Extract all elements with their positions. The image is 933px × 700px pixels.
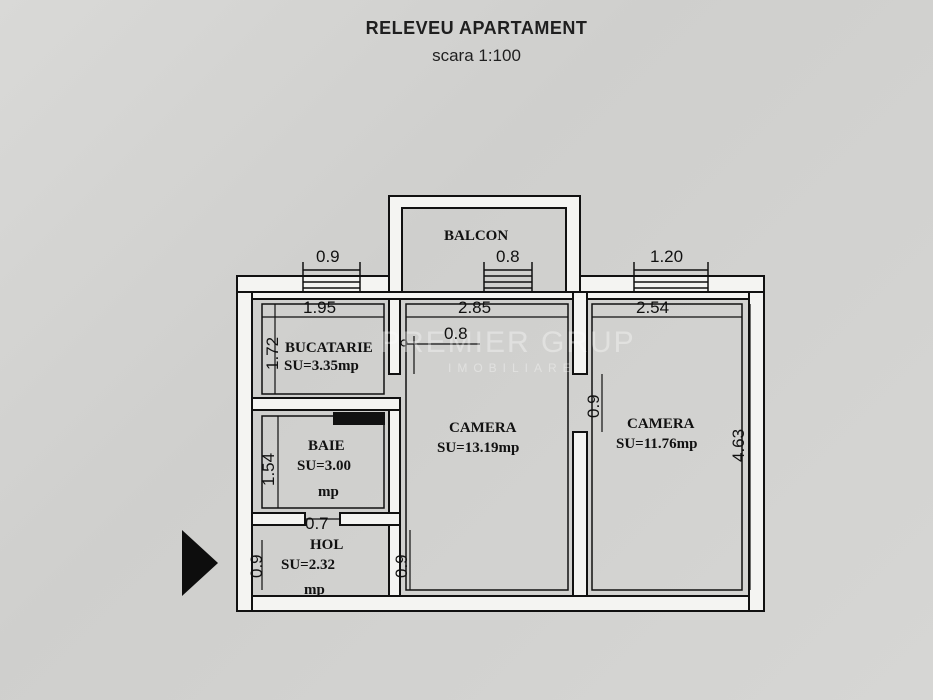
dim-kitchen-width: 1.95 (303, 298, 336, 317)
watermark-text: PREMIER GRUP (380, 326, 636, 359)
bath-fixture (333, 412, 385, 425)
room-outlines (261, 303, 743, 591)
dim-door-bath: 0.7 (305, 514, 329, 533)
room-bucatarie-area: SU=3.35mp (284, 358, 359, 374)
dim-door-camera2: 0.9 (584, 394, 603, 418)
watermark-subtext: IMOBILIARE (448, 361, 577, 375)
dim-camera2-width: 2.54 (636, 298, 669, 317)
room-hol-unit: mp (304, 582, 325, 598)
inner-walls (251, 291, 750, 597)
room-bucatarie-label: BUCATARIE (285, 340, 373, 356)
dim-camera2-height: 4.63 (729, 429, 748, 462)
window-right (633, 262, 709, 292)
dim-window-right: 1.20 (650, 247, 683, 266)
dim-window-left: 0.9 (316, 247, 340, 266)
dim-hol-right: 0.9 (392, 554, 411, 578)
dim-hol-left: 0.9 (247, 554, 266, 578)
dimension-lines (261, 304, 751, 590)
room-baie-unit: mp (318, 484, 339, 500)
plan-title: RELEVEU APARTAMENT (365, 18, 588, 38)
plan-scale: scara 1:100 (432, 46, 521, 65)
dim-kitchen-height: 1.72 (263, 337, 282, 370)
dim-door-kitchen: 0.8 (444, 324, 468, 343)
room-hol-area: SU=2.32 (281, 557, 335, 573)
dim-camera1-width: 2.85 (458, 298, 491, 317)
dim-bath-height: 1.54 (259, 453, 278, 486)
room-camera2-label: CAMERA (627, 416, 695, 432)
room-balcon-label: BALCON (444, 228, 508, 244)
room-camera2-area: SU=11.76mp (616, 436, 697, 452)
entrance-arrow-icon (182, 530, 218, 596)
room-baie-label: BAIE (308, 438, 345, 454)
kitchen-sink-icon (400, 339, 408, 347)
room-hol-label: HOL (310, 537, 343, 553)
window-balcony (483, 262, 533, 292)
room-camera1-area: SU=13.19mp (437, 440, 519, 456)
room-baie-area: SU=3.00 (297, 458, 351, 474)
window-left (302, 262, 361, 292)
room-camera1-label: CAMERA (449, 420, 517, 436)
dim-window-balcony: 0.8 (496, 247, 520, 266)
